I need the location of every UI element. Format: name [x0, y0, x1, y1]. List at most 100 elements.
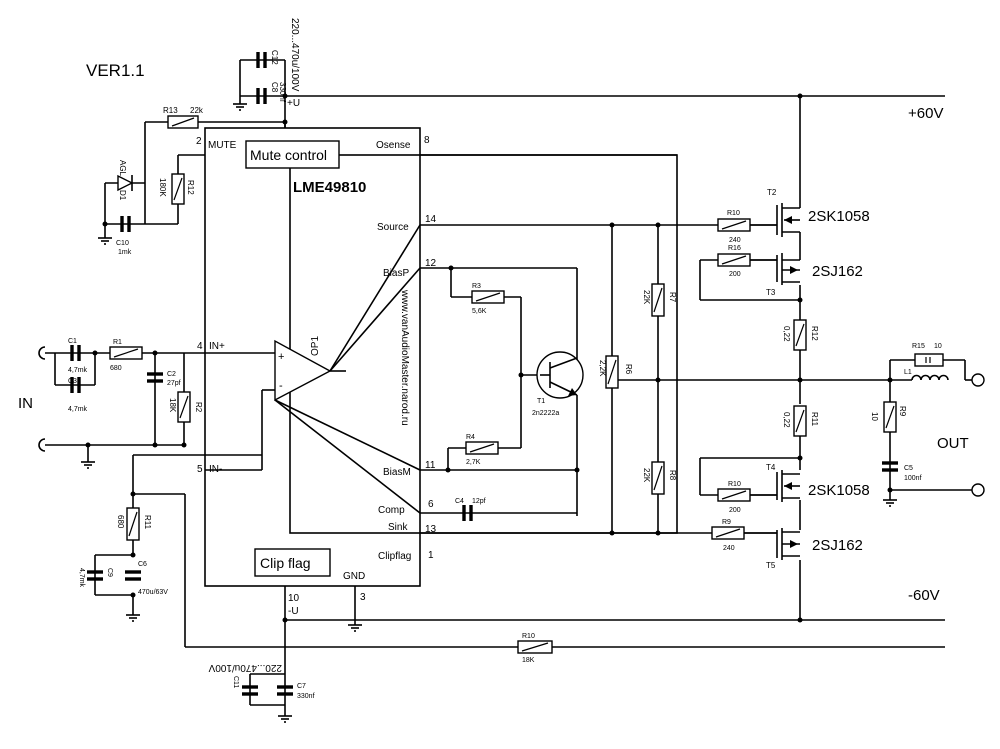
resistor-strokes	[113, 117, 931, 652]
pin-sink-num: 13	[425, 524, 437, 535]
t1-ref: T1	[537, 398, 545, 405]
r11-out-value: 0,22	[782, 412, 791, 428]
c6-value: 470u/63V	[138, 589, 168, 596]
wiring	[45, 59, 975, 716]
r11-in-ref: R11	[143, 515, 152, 530]
chip-name: LME49810	[293, 179, 366, 196]
pin-sink-label: Sink	[388, 522, 408, 533]
t5-ref: T5	[766, 561, 776, 570]
opamp-minus: -	[279, 380, 283, 392]
r12-mute-ref: R12	[186, 180, 195, 195]
r10-gate-ref: R10	[727, 210, 740, 217]
r4-value: 2,7K	[466, 459, 481, 466]
c1-value: 4,7mk	[68, 367, 88, 374]
website-label: www.vanAudioMaster.narod.ru	[399, 289, 410, 426]
t5-value: 2SJ162	[812, 537, 863, 554]
opamp-symbol	[274, 224, 421, 514]
r7-value: 22K	[642, 290, 651, 305]
r3-value: 5,6K	[472, 308, 487, 315]
c11-ref: C11	[232, 676, 239, 688]
diode-d1	[117, 174, 134, 192]
r10-t4-value: 200	[729, 507, 741, 514]
io-terminals	[38, 346, 985, 497]
r1-value: 680	[110, 365, 122, 372]
c2-ref: C2	[167, 371, 176, 378]
pin-inp-num: 4	[197, 341, 203, 352]
pin-vneg-num: 10	[288, 593, 300, 604]
r12-out-ref: R12	[810, 326, 819, 341]
c4-value: 12pf	[472, 498, 486, 505]
r9-out-value: 10	[870, 412, 879, 421]
r6-ref: R6	[624, 364, 633, 375]
out-label: OUT	[937, 435, 969, 452]
pin-comp-label: Comp	[378, 505, 405, 516]
c11-value: 220...470u/100V	[208, 662, 282, 673]
c8-ref: C8	[270, 82, 279, 93]
t2-value: 2SK1058	[808, 208, 870, 225]
r12-mute-value: 180K	[158, 178, 167, 197]
c8-value: 330nf	[278, 82, 287, 103]
r9-gate-value: 240	[723, 545, 735, 552]
r11-out-ref: R11	[810, 412, 819, 427]
mosfets	[744, 203, 801, 560]
c9-value: 4,7mk	[78, 568, 85, 588]
r15-value: 10	[934, 343, 942, 350]
pin-source-label: Source	[377, 222, 409, 233]
pin-mute-label: MUTE	[208, 140, 237, 151]
c1-ref: C1	[68, 338, 77, 345]
pin-osense-num: 8	[424, 135, 430, 146]
r12-out-value: 0,22	[782, 326, 791, 342]
c5-ref: C5	[904, 465, 913, 472]
c9-ref: C9	[106, 568, 113, 577]
r11-in-value: 680	[116, 515, 125, 529]
c3-ref: C3	[68, 378, 77, 385]
pin-clipflag-num: 1	[428, 550, 434, 561]
pin-biasm-label: BiasM	[383, 467, 411, 478]
r13-value: 22k	[190, 106, 204, 115]
pin-comp-num: 6	[428, 499, 434, 510]
d1-value: AGL	[118, 160, 127, 177]
inductor-l1	[911, 374, 949, 384]
pin-inm-num: 5	[197, 464, 203, 475]
pin-clipflag-label: Clipflag	[378, 551, 411, 562]
r10-feedback-value: 18K	[522, 657, 535, 664]
c2-value: 27pf	[167, 380, 181, 387]
c10-ref: C10	[116, 240, 129, 247]
capacitors	[70, 52, 898, 696]
rail-neg-label: -60V	[908, 587, 940, 604]
r6-value: 2,2K	[598, 360, 607, 377]
opamp-plus: +	[278, 351, 284, 363]
transistor-t1	[536, 351, 584, 399]
r13-ref: R13	[163, 106, 178, 115]
r10-t4-ref: R10	[728, 481, 741, 488]
r10-gate-value: 240	[729, 237, 741, 244]
c12-value: 220...470u/100V	[289, 18, 300, 92]
t3-ref: T3	[766, 288, 776, 297]
r9-gate-ref: R9	[722, 519, 731, 526]
pin-gnd-num: 3	[360, 592, 366, 603]
pin-inp-label: IN+	[209, 341, 225, 352]
junctions	[85, 93, 893, 623]
c6-ref: C6	[138, 561, 147, 568]
r2-value: 18K	[168, 398, 177, 413]
pin-source-num: 14	[425, 214, 437, 225]
pin-vneg-label: -U	[288, 606, 299, 617]
r4-ref: R4	[466, 434, 475, 441]
r16-value: 200	[729, 271, 741, 278]
r1-ref: R1	[113, 339, 122, 346]
r10-feedback-ref: R10	[522, 633, 535, 640]
pin-biasp-num: 12	[425, 258, 437, 269]
c10-value: 1mk	[118, 249, 132, 256]
r3-ref: R3	[472, 283, 481, 290]
pin-biasp-label: BiasP	[383, 268, 409, 279]
pin-vpos-label: +U	[287, 98, 300, 109]
clip-flag-label: Clip flag	[260, 555, 311, 571]
l1-ref: L1	[904, 369, 912, 376]
ground-symbols	[81, 103, 897, 723]
in-label: IN	[18, 395, 33, 412]
r8-value: 22K	[642, 468, 651, 483]
r2-ref: R2	[194, 402, 203, 413]
r8-ref: R8	[668, 470, 677, 481]
r9-out-ref: R9	[898, 406, 907, 417]
